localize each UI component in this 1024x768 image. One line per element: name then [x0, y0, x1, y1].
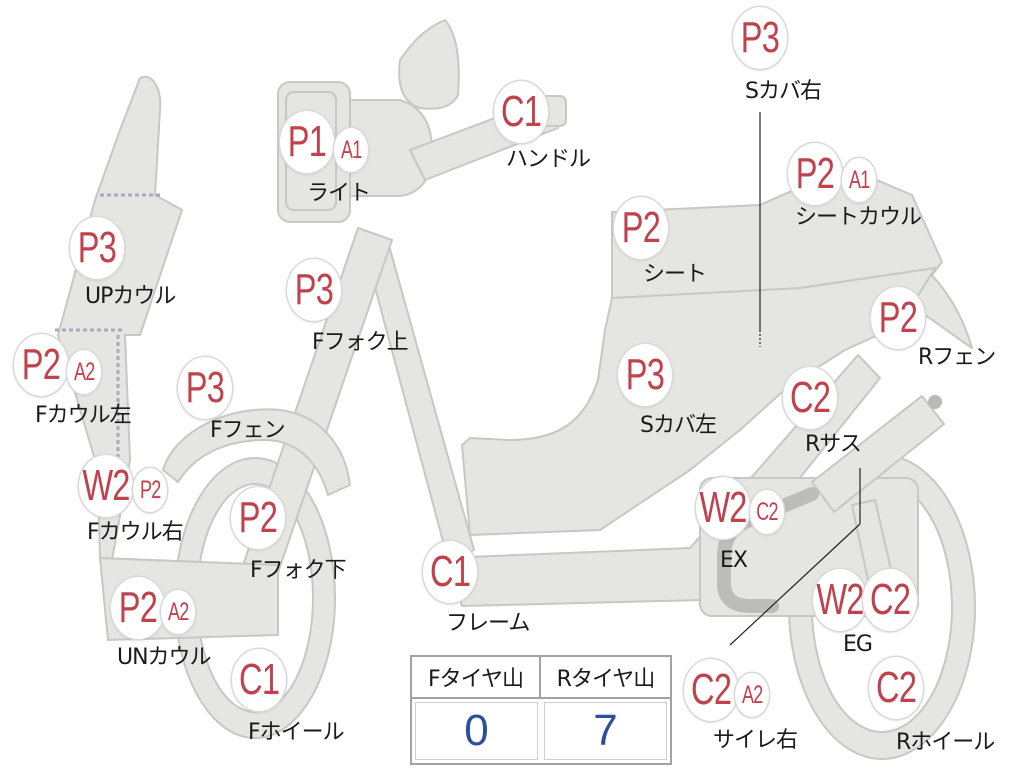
- condition-code: P3: [185, 363, 225, 412]
- front-tire-tread-value: 0: [415, 702, 538, 760]
- rear-tire-tread-header: Rタイヤ山: [541, 657, 670, 699]
- condition-code: P3: [294, 265, 334, 314]
- part-label: EG: [843, 632, 873, 657]
- rear-shock-shape: [811, 395, 945, 513]
- front-tire-tread-header: Fタイヤ山: [412, 657, 541, 699]
- part-label: Fホイール: [248, 720, 345, 745]
- condition-badge: P3: [733, 7, 787, 69]
- condition-code: C1: [500, 87, 542, 136]
- condition-badge-sub: A1: [842, 158, 876, 202]
- part-label: Fフォク下: [250, 558, 347, 583]
- condition-badge: P2: [788, 143, 842, 205]
- condition-code: P2: [238, 493, 278, 542]
- condition-code: P3: [625, 350, 665, 399]
- condition-badge-sub: A2: [735, 673, 769, 717]
- frame-down-tube-shape: [364, 241, 475, 561]
- part-label: Fフォク上: [312, 330, 409, 355]
- part-label: Rホイール: [896, 730, 995, 755]
- condition-badge: P2: [14, 334, 68, 396]
- condition-badge: W2: [79, 455, 133, 517]
- condition-badge: P3: [618, 344, 672, 406]
- condition-badge: P3: [70, 217, 124, 279]
- part-label: UNカウル: [117, 645, 212, 670]
- tire-tread-table: Fタイヤ山 Rタイヤ山 0 7: [410, 655, 672, 765]
- part-label: EX: [720, 548, 748, 573]
- condition-code: A2: [167, 597, 189, 626]
- condition-badge-sub: P2: [133, 468, 167, 512]
- condition-badge-sub: C2: [863, 569, 917, 631]
- condition-badge-sub: C2: [750, 490, 784, 534]
- condition-code: C2: [869, 575, 911, 624]
- condition-code: P2: [139, 475, 161, 504]
- front-fender-shape: [162, 408, 351, 496]
- front-cowl-shape: [57, 75, 183, 561]
- condition-code: C1: [429, 547, 471, 596]
- part-label: Fカウル左: [35, 403, 132, 428]
- condition-code: C1: [238, 655, 280, 704]
- condition-badge: P2: [111, 577, 165, 639]
- part-label: シートカウル: [795, 205, 922, 230]
- condition-badge: C2: [783, 367, 837, 429]
- condition-badge: C2: [869, 657, 923, 719]
- condition-code: P2: [21, 340, 61, 389]
- part-label: Rフェン: [918, 345, 996, 370]
- condition-badge: W2: [696, 477, 750, 539]
- condition-badge-sub: A2: [161, 590, 195, 634]
- condition-code: A2: [741, 680, 763, 709]
- part-label: シート: [643, 262, 707, 287]
- condition-badge: C1: [494, 81, 548, 143]
- condition-code: P1: [287, 117, 327, 166]
- condition-code: A1: [848, 165, 870, 194]
- condition-badge-sub: A1: [334, 128, 368, 172]
- condition-code: P2: [795, 149, 835, 198]
- condition-code: C2: [756, 497, 778, 526]
- condition-badge: P1: [280, 111, 334, 173]
- part-label: ライト: [307, 181, 371, 206]
- condition-code: W2: [816, 575, 864, 624]
- condition-code: P2: [878, 293, 918, 342]
- condition-code: P2: [621, 203, 661, 252]
- condition-code: W2: [699, 483, 747, 532]
- condition-badge: P2: [614, 197, 668, 259]
- condition-code: P3: [740, 13, 780, 62]
- condition-code: A2: [73, 357, 95, 386]
- condition-badge-sub: A2: [67, 350, 101, 394]
- part-label: Sカバ左: [640, 413, 717, 438]
- part-label: UPカウル: [85, 284, 176, 309]
- condition-code: P3: [77, 223, 117, 272]
- part-label: Sカバ右: [745, 79, 822, 104]
- windscreen-shape: [398, 19, 460, 110]
- part-label: サイレ右: [713, 728, 798, 753]
- condition-code: P2: [118, 583, 158, 632]
- condition-code: A1: [340, 135, 362, 164]
- leader-line-silencer: [729, 523, 861, 646]
- part-label: Rサス: [805, 432, 862, 457]
- condition-code: C2: [789, 373, 831, 422]
- condition-badge: P3: [178, 357, 232, 419]
- part-label: Fカウル右: [87, 520, 184, 545]
- condition-code: W2: [82, 461, 130, 510]
- condition-badge: W2: [813, 569, 867, 631]
- condition-badge: C1: [423, 541, 477, 603]
- condition-badge: P3: [287, 259, 341, 321]
- part-label: Fフェン: [210, 418, 286, 443]
- condition-code: C2: [690, 665, 732, 714]
- condition-badge: C2: [684, 659, 738, 721]
- condition-badge: P2: [871, 287, 925, 349]
- part-label: ハンドル: [506, 147, 591, 172]
- rear-tire-tread-value: 7: [544, 702, 667, 760]
- rear-shock-mount: [928, 395, 942, 409]
- condition-code: C2: [875, 663, 917, 712]
- condition-badge: P2: [231, 487, 285, 549]
- part-label: フレーム: [446, 611, 530, 636]
- condition-badge: C1: [232, 649, 286, 711]
